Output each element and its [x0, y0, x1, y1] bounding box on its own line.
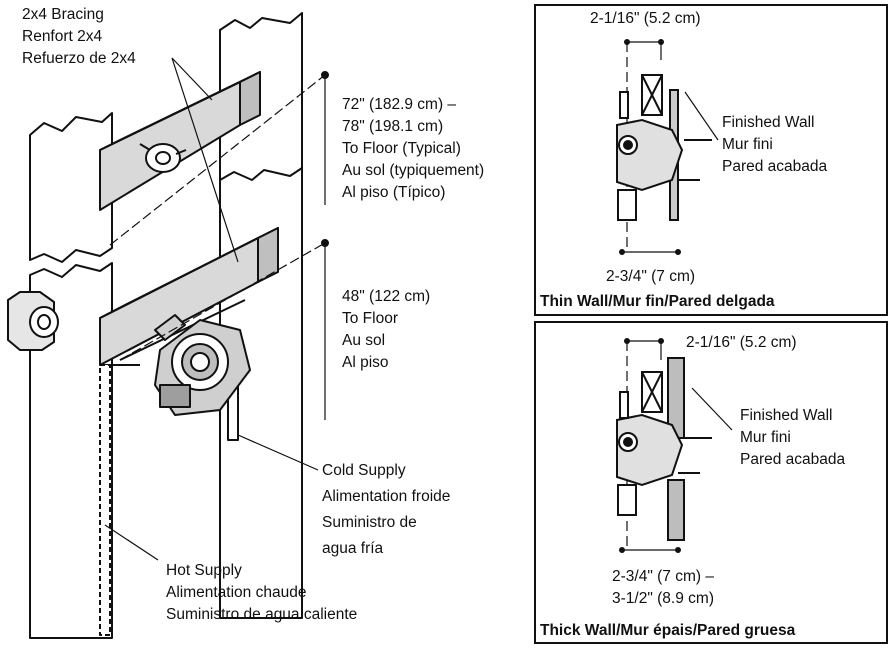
thin-wall-caption: Thin Wall/Mur fin/Pared delgada [540, 293, 775, 310]
leader-lines [104, 57, 326, 561]
thin-bottom-dimension: 2-3/4" (7 cm) [606, 268, 696, 285]
upper-height-label: 72" (182.9 cm) – 78" (198.1 cm) To Floor… [342, 96, 485, 201]
lower-height-label: 48" (122 cm) To Floor Au sol Al piso [342, 288, 431, 371]
thick-finished-wall-label: Finished Wall Mur fini Pared acabada [740, 407, 846, 468]
thick-wall-caption: Thick Wall/Mur épais/Pared gruesa [540, 622, 796, 639]
thin-finished-wall-label: Finished Wall Mur fini Pared acabada [722, 114, 828, 175]
left-stud-upper [29, 112, 113, 263]
cold-supply-label: Cold Supply Alimentation froide Suminist… [322, 462, 451, 557]
thick-top-dimension: 2-1/16" (5.2 cm) [686, 334, 797, 351]
valve-body [154, 314, 251, 416]
bracing-label: 2x4 Bracing Renfort 2x4 Refuerzo de 2x4 [22, 6, 136, 67]
side-outlet-box [7, 291, 59, 351]
hot-supply-label: Hot Supply Alimentation chaude Suministr… [166, 562, 358, 623]
framing-diagram [7, 12, 329, 639]
upper-supply-elbow [139, 143, 187, 173]
thin-wall-panel [534, 4, 888, 316]
thick-bottom-dimension: 2-3/4" (7 cm) – 3-1/2" (8.9 cm) [612, 568, 714, 607]
left-stud-lower [29, 262, 113, 639]
thick-wall-panel [534, 321, 888, 644]
thin-top-dimension: 2-1/16" (5.2 cm) [590, 10, 701, 27]
